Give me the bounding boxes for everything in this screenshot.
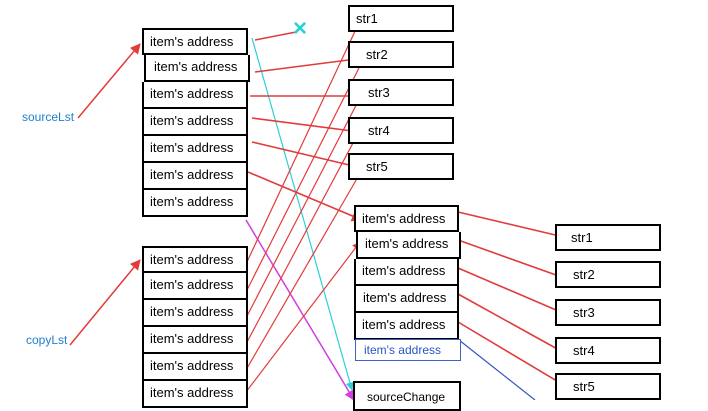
diagram-canvas: sourceLst copyLst item's address item's … xyxy=(22,5,661,411)
source-pointer-1 xyxy=(254,31,297,41)
middle-string-3: str3 xyxy=(348,79,454,106)
copy-pointer-5 xyxy=(245,169,363,371)
copy-pointer-6 xyxy=(245,241,361,393)
middle-item-1: item's address xyxy=(354,205,459,232)
deleted-cross-icon: × xyxy=(293,15,308,42)
copy-pointer-3 xyxy=(245,89,365,319)
source-item-3: item's address xyxy=(142,82,248,109)
copy-pointer-1 xyxy=(245,11,365,265)
middle-item-2: item's address xyxy=(356,232,461,259)
right-string-5: str5 xyxy=(555,373,661,400)
source-pointer-2 xyxy=(254,53,366,73)
source-change-box: sourceChange xyxy=(353,381,461,411)
source-item-6: item's address xyxy=(142,163,248,190)
middle-pointer-5 xyxy=(457,321,573,391)
right-string-2: str2 xyxy=(555,261,661,288)
magenta-connector xyxy=(245,219,355,400)
copy-item-3: item's address xyxy=(142,300,248,327)
copy-item-2: item's address xyxy=(142,273,248,300)
middle-item-4: item's address xyxy=(354,286,459,313)
copy-list-pointer xyxy=(69,259,141,346)
middle-item-highlight: item's address xyxy=(355,339,461,361)
middle-string-5: str5 xyxy=(348,153,454,180)
source-item-7: item's address xyxy=(142,190,248,217)
right-string-1: str1 xyxy=(555,224,661,251)
arrow-layer xyxy=(69,11,573,400)
copy-item-4: item's address xyxy=(142,327,248,354)
source-item-4: item's address xyxy=(142,109,248,136)
right-string-3: str3 xyxy=(555,299,661,326)
middle-string-4: str4 xyxy=(348,117,454,144)
source-pointer-5 xyxy=(251,141,364,172)
copy-item-1: item's address xyxy=(142,246,248,273)
middle-pointer-1 xyxy=(457,211,570,242)
copy-pointer-4 xyxy=(245,125,363,345)
source-item-2: item's address xyxy=(144,55,250,82)
right-string-4: str4 xyxy=(555,337,661,364)
middle-item-3: item's address xyxy=(354,259,459,286)
middle-string-1: str1 xyxy=(348,5,454,32)
source-pointer-6 xyxy=(247,171,364,222)
source-item-1: item's address xyxy=(142,28,248,55)
source-list-label: sourceLst xyxy=(22,110,75,124)
middle-item-5: item's address xyxy=(354,313,459,340)
middle-pointer-2 xyxy=(457,239,572,282)
copy-list-label: copyLst xyxy=(26,333,68,347)
source-item-5: item's address xyxy=(142,136,248,163)
middle-pointer-4 xyxy=(457,293,571,357)
source-list-pointer xyxy=(77,43,141,119)
middle-pointer-3 xyxy=(457,267,572,318)
copy-pointer-2 xyxy=(245,53,367,293)
middle-string-2: str2 xyxy=(348,41,454,68)
copy-item-5: item's address xyxy=(142,354,248,381)
blue-connector xyxy=(458,339,536,400)
copy-item-6: item's address xyxy=(142,381,248,408)
source-pointer-4 xyxy=(251,117,362,137)
